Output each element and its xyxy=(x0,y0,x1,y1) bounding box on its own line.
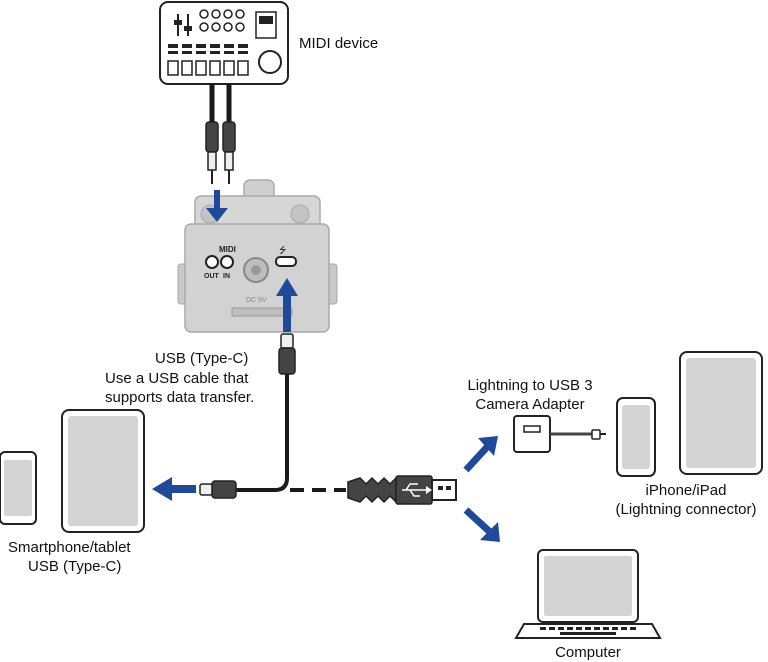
arrow-up-right-adapter xyxy=(463,436,498,473)
arrow-down-right-computer xyxy=(463,507,500,542)
adapter-label-line1: Lightning to USB 3 xyxy=(467,377,593,394)
usb-type-c-label: USB (Type-C) xyxy=(155,350,249,367)
smartphone-label-line1: Smartphone/tablet xyxy=(8,539,131,556)
flow-arrows xyxy=(152,190,500,542)
usb-cable xyxy=(199,333,457,505)
usb-a-plug-icon xyxy=(347,475,457,505)
iphone-icon xyxy=(616,397,656,477)
laptop-icon xyxy=(514,549,662,639)
camera-adapter-icon xyxy=(513,415,606,453)
iphone-label-line2: (Lightning connector) xyxy=(615,501,757,518)
arrow-down-midi xyxy=(206,190,228,222)
arrow-up-usb xyxy=(276,278,298,332)
usb-symbol-icon: ⭍ xyxy=(279,245,287,256)
midi-out-label: OUT xyxy=(204,273,220,280)
ipad-icon xyxy=(679,351,763,475)
dc-label: DC 9V xyxy=(246,297,267,304)
midi-in-label: IN xyxy=(223,273,230,280)
smartphone-icon xyxy=(0,451,37,525)
arrow-left-smartphone xyxy=(152,477,196,501)
adapter-label-line2: Camera Adapter xyxy=(475,396,585,413)
smartphone-label-line2: USB (Type-C) xyxy=(28,558,122,575)
midi-device-icon xyxy=(159,1,289,85)
computer-label: Computer xyxy=(555,644,621,661)
main-unit-icon: MIDI OUT IN DC 9V ⭍ xyxy=(177,179,338,333)
midi-device-label: MIDI device xyxy=(299,35,379,52)
midi-port-label: MIDI xyxy=(219,245,236,254)
midi-cables xyxy=(205,84,236,184)
iphone-label-line1: iPhone/iPad xyxy=(645,482,727,499)
usb-note-line2: supports data transfer. xyxy=(105,389,255,406)
usb-note-line1: Use a USB cable that xyxy=(105,370,249,387)
tablet-icon xyxy=(61,409,145,533)
